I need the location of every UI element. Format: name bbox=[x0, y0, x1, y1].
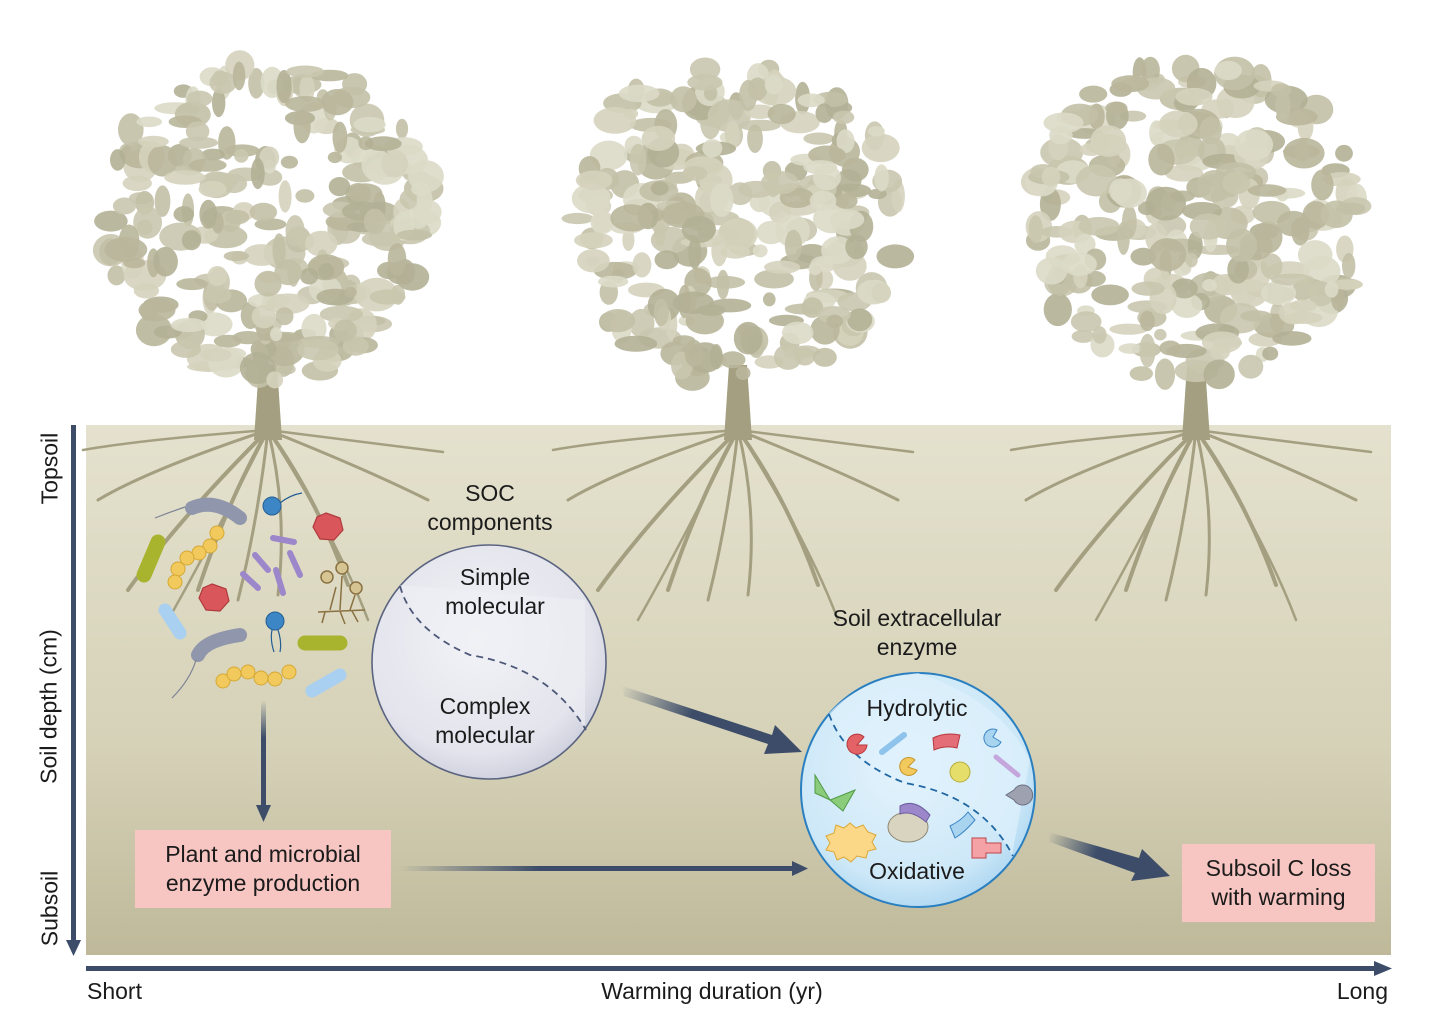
arrow-soc-to-enzyme bbox=[622, 686, 802, 754]
subsoil-c-loss-line1: Subsoil C loss bbox=[1205, 855, 1352, 881]
tree-foliage bbox=[92, 50, 444, 389]
tree-foliage bbox=[1020, 54, 1372, 390]
soc-divider-dashed bbox=[399, 585, 587, 731]
subsoil-c-loss-line2: with warming bbox=[1211, 884, 1346, 910]
flagellate bbox=[262, 492, 303, 653]
hydrolytic-enzymes bbox=[846, 728, 1034, 806]
tree-medium bbox=[551, 57, 915, 622]
arrow-production-to-enzyme bbox=[400, 861, 808, 876]
arrow-microbes-to-production bbox=[256, 700, 271, 822]
tree-trunk bbox=[724, 365, 752, 440]
oxidative-enzymes bbox=[814, 773, 1002, 863]
green-rod-bacterium bbox=[136, 534, 166, 583]
simple-molecular-line1: Simple bbox=[459, 564, 531, 590]
soc-title: SOC components bbox=[410, 479, 570, 537]
warming-duration-axis-label: Warming duration (yr) bbox=[601, 978, 823, 1004]
short-label: Short bbox=[87, 978, 142, 1004]
ciliated-rod-bacterium bbox=[305, 668, 347, 698]
enzyme-production-line1: Plant and microbial bbox=[165, 841, 361, 867]
arrow-enzyme-to-loss bbox=[1048, 832, 1170, 881]
coccus-chain bbox=[167, 525, 225, 590]
tree-foliage bbox=[561, 57, 915, 391]
spirochete-bacteria bbox=[240, 535, 303, 596]
soc-title-line2: components bbox=[427, 509, 553, 535]
rod-bacterium bbox=[191, 628, 247, 662]
soc-components-circle bbox=[371, 544, 607, 780]
soil-depth-axis-arrow bbox=[66, 425, 81, 956]
simple-molecular-line2: molecular bbox=[445, 593, 545, 619]
enzyme-title-line2: enzyme bbox=[876, 634, 958, 660]
coccus-chain bbox=[215, 664, 297, 689]
soc-title-line1: SOC bbox=[465, 480, 515, 506]
enzyme-circle bbox=[800, 672, 1036, 908]
complex-molecular-line2: molecular bbox=[435, 722, 535, 748]
tree-long bbox=[1009, 54, 1373, 622]
enzyme-production-line2: enzyme production bbox=[165, 870, 361, 896]
subsoil-c-loss-box: Subsoil C loss with warming bbox=[1182, 844, 1375, 922]
tree-trunk bbox=[1182, 365, 1210, 440]
virus-capsid bbox=[198, 512, 344, 612]
trees-group bbox=[81, 50, 1373, 622]
enzyme-title: Soil extracellular enzyme bbox=[802, 604, 1032, 662]
complex-molecular-label: Complex molecular bbox=[410, 692, 560, 750]
soil-depth-axis-label: Soil depth (cm) bbox=[35, 629, 62, 784]
tree-roots bbox=[1009, 428, 1373, 622]
enzyme-divider-dashed bbox=[828, 713, 1014, 857]
tree-roots bbox=[551, 428, 915, 622]
hydrolytic-label: Hydrolytic bbox=[866, 695, 968, 721]
rod-bacterium bbox=[185, 497, 247, 525]
warming-duration-axis-arrow bbox=[86, 961, 1392, 976]
subsoil-label: Subsoil bbox=[36, 870, 63, 947]
microbial-community bbox=[136, 492, 366, 699]
enzyme-title-line1: Soil extracellular bbox=[832, 605, 1002, 631]
complex-molecular-line1: Complex bbox=[439, 693, 531, 719]
fungus bbox=[317, 561, 366, 625]
simple-molecular-label: Simple molecular bbox=[420, 563, 570, 621]
long-label: Long bbox=[1336, 978, 1388, 1004]
oxidative-label: Oxidative bbox=[869, 858, 965, 884]
enzyme-production-box: Plant and microbial enzyme production bbox=[135, 830, 391, 908]
topsoil-label: Topsoil bbox=[36, 432, 63, 505]
ciliated-rod-bacterium bbox=[158, 603, 187, 640]
